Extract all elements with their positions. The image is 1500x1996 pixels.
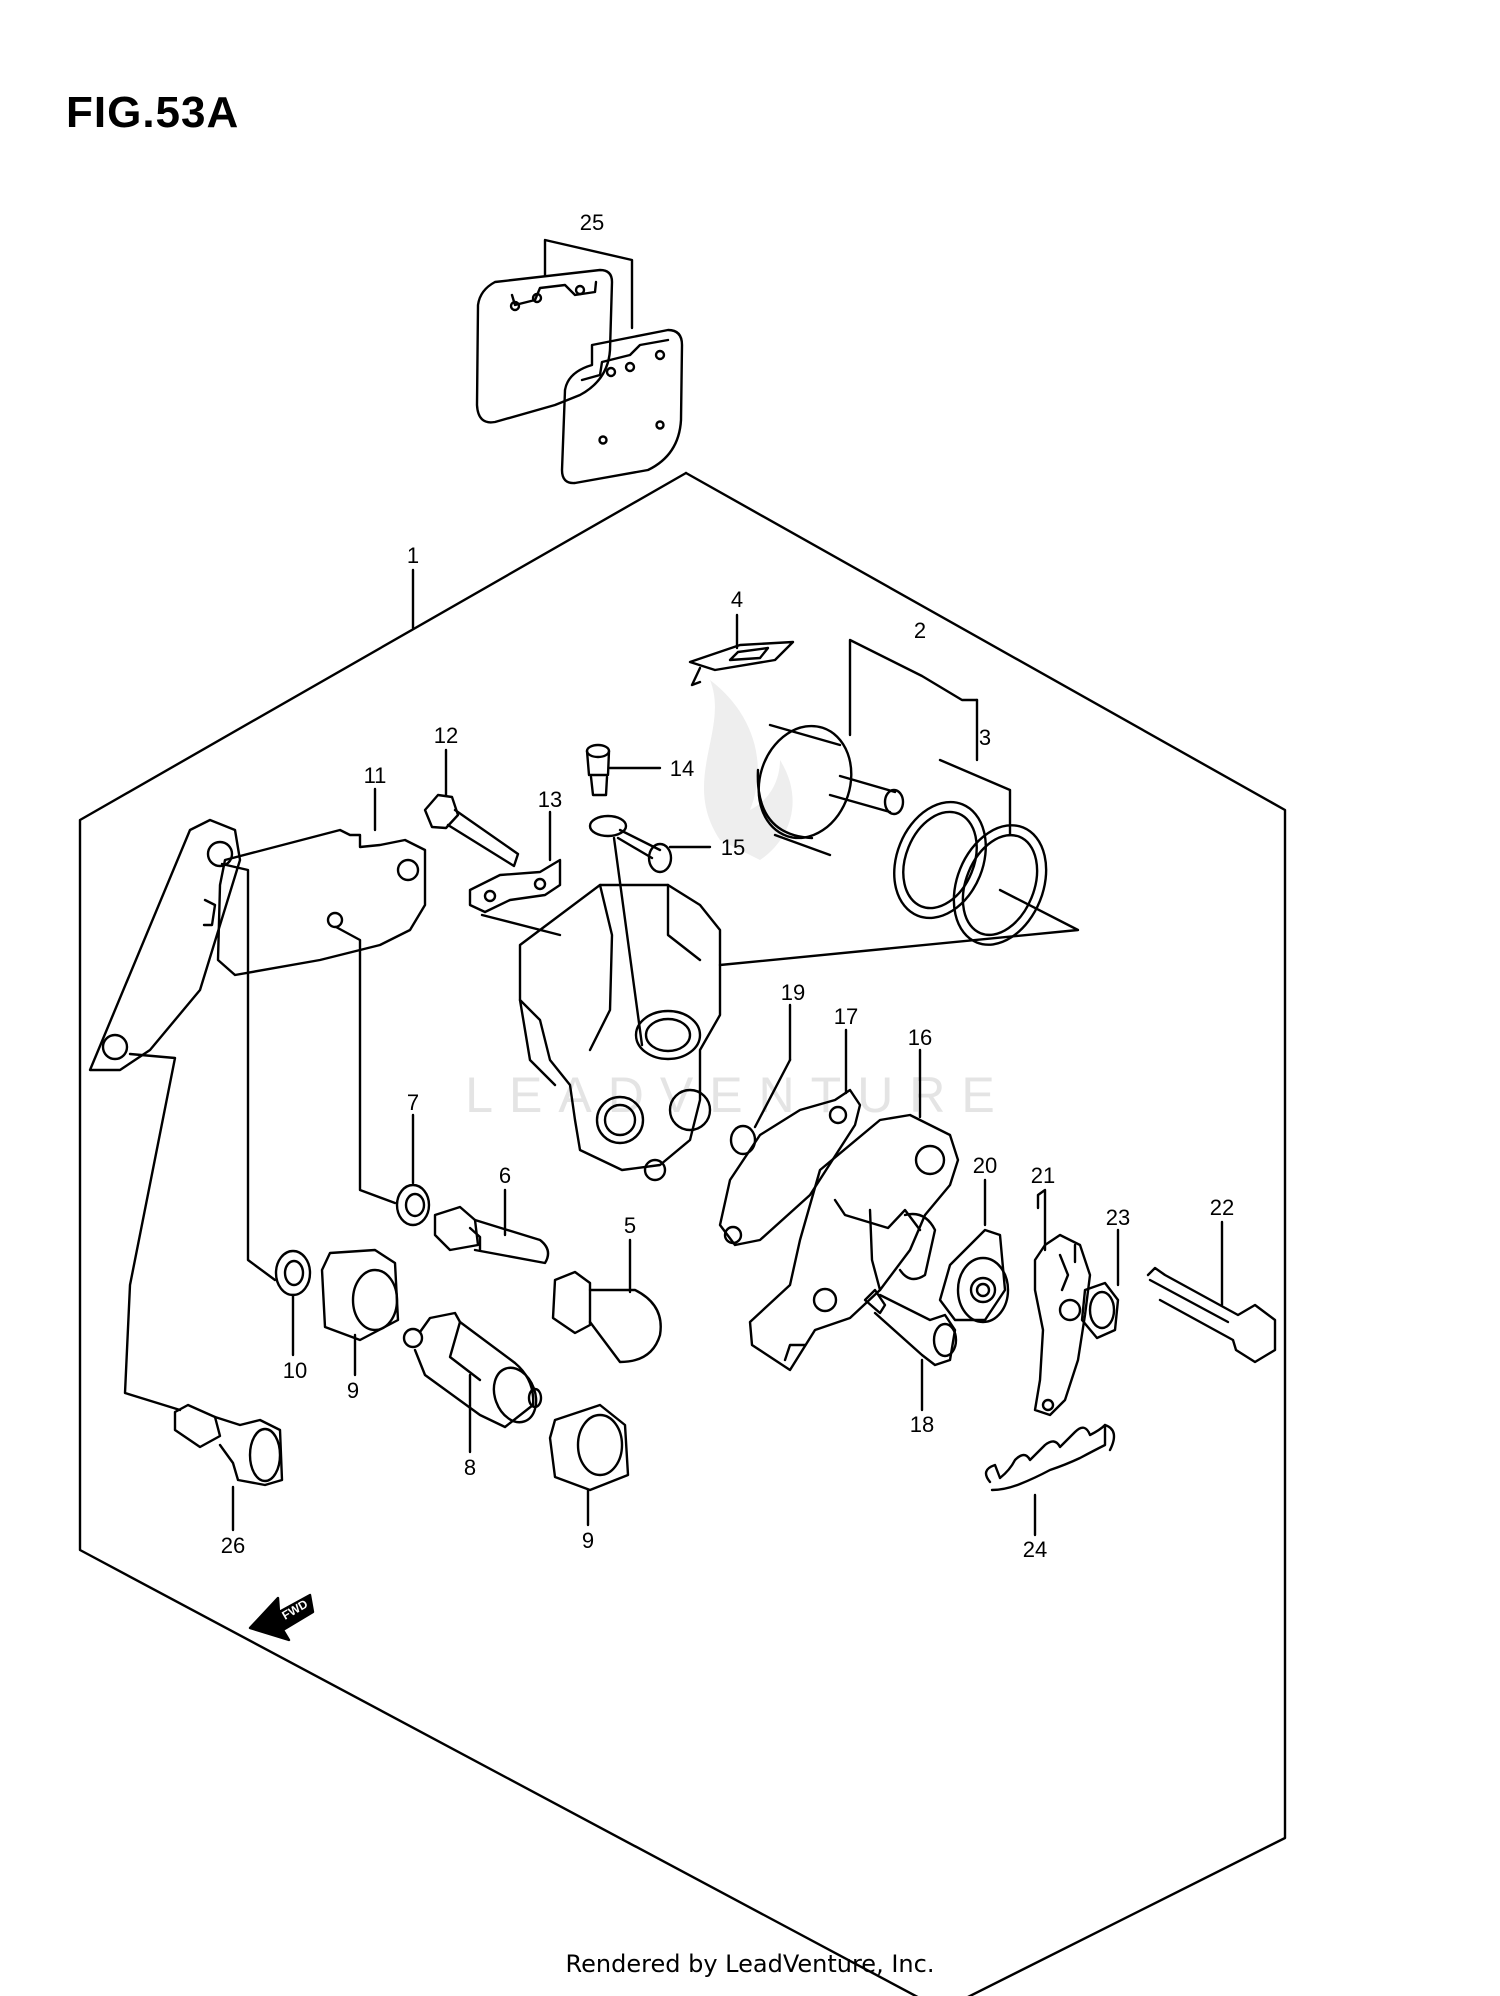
callout-labels: 1 2 3 4 5 6 7 8 9 9 10 11 12 13 14 15 16… [221, 210, 1234, 1562]
bracket-plate-11 [216, 787, 427, 977]
callout-14: 14 [670, 756, 694, 781]
brake-pads [475, 238, 684, 485]
figure-title: FIG.53A [66, 88, 240, 137]
adjuster-housing-16 [748, 1048, 960, 1372]
reference-line-2 [718, 888, 1080, 967]
callout-17: 17 [834, 1004, 858, 1029]
slide-pin-8 [402, 1311, 543, 1454]
callout-2: 2 [914, 618, 926, 643]
callout-10: 10 [283, 1358, 307, 1383]
callout-5: 5 [624, 1213, 636, 1238]
watermark-text: LEADVENTURE [465, 1067, 1011, 1123]
assembly-outline [684, 471, 1287, 1996]
caliper-body [518, 883, 722, 1182]
washer-10 [274, 1249, 312, 1357]
callout-7: 7 [407, 1090, 419, 1115]
bushing-9a [320, 1248, 400, 1377]
fwd-arrow-icon: FWD [248, 1593, 315, 1642]
callout-13: 13 [538, 787, 562, 812]
o-ring-19 [729, 1003, 792, 1156]
callout-18: 18 [910, 1412, 934, 1437]
callout-9b: 9 [582, 1528, 594, 1553]
spring-24 [984, 1423, 1116, 1537]
callout-24: 24 [1023, 1537, 1047, 1562]
callout-21: 21 [1031, 1163, 1055, 1188]
callout-1: 1 [407, 543, 419, 568]
callout-3: 3 [979, 725, 991, 750]
slide-pin-6 [433, 1188, 550, 1265]
bolt-12 [423, 748, 520, 868]
pad-spring-clip [688, 613, 795, 687]
pin-boot-5 [551, 1238, 662, 1364]
callout-4: 4 [731, 587, 743, 612]
footer-credit: Rendered by LeadVenture, Inc. [565, 1950, 935, 1978]
bolt-22 [1146, 1220, 1277, 1364]
callout-23: 23 [1106, 1205, 1130, 1230]
callout-9a: 9 [347, 1378, 359, 1403]
mounting-bracket [88, 818, 242, 1072]
washer-7 [395, 1113, 431, 1227]
bleeder-valve [585, 743, 662, 797]
bolt-26 [173, 1403, 284, 1532]
watermark: LEADVENTURE [465, 680, 1011, 1123]
callout-20: 20 [973, 1153, 997, 1178]
callout-22: 22 [1210, 1195, 1234, 1220]
callout-26: 26 [221, 1533, 245, 1558]
callout-8: 8 [464, 1455, 476, 1480]
callout-12: 12 [434, 723, 458, 748]
reference-line-1 [480, 913, 562, 937]
bushing-9b [548, 1403, 630, 1527]
spring-plate [468, 810, 562, 914]
callout-11: 11 [364, 763, 387, 788]
guide-line-10 [220, 862, 277, 1282]
bleeder-cap [588, 814, 712, 1047]
guide-line-7 [334, 925, 397, 1205]
callout-25: 25 [580, 210, 604, 235]
piston-and-seals [756, 638, 1048, 946]
adjuster-lever-21 [1033, 1188, 1092, 1417]
bolt-18 [863, 1288, 958, 1412]
cam-cap-20 [938, 1178, 1010, 1324]
guide-line-26 [123, 1052, 182, 1412]
nut-23 [1080, 1228, 1120, 1340]
assembly-outline-left [78, 471, 919, 1996]
callout-19: 19 [781, 980, 805, 1005]
callout-15: 15 [721, 835, 745, 860]
callout-16: 16 [908, 1025, 932, 1050]
callout-6: 6 [499, 1163, 511, 1188]
